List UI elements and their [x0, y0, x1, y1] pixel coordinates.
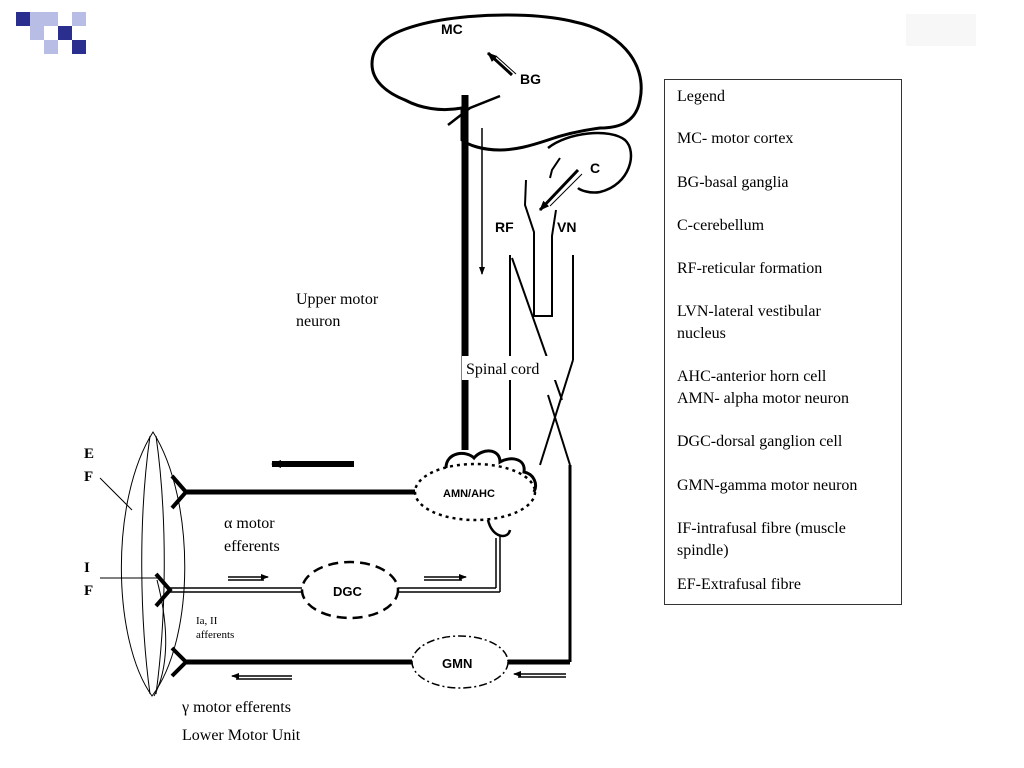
- logo-square-light-5: [30, 12, 44, 26]
- cerebellum-arrow: [538, 168, 580, 212]
- label-upper-motor-2: neuron: [296, 313, 340, 330]
- label-gamma: γ motor efferents: [181, 699, 291, 716]
- ef-pointer: [99, 477, 133, 511]
- legend-box: Legend MC- motor cortex BG-basal ganglia…: [664, 79, 902, 605]
- endplate-alpha: [170, 474, 189, 510]
- slide-logo: [16, 12, 86, 60]
- internal-capsule-line: [447, 94, 501, 126]
- muscle-inner-left: [141, 435, 151, 695]
- endplate-afferent: [154, 572, 173, 608]
- amn-axon-hook: [486, 519, 512, 538]
- logo-square-dark-1: [16, 12, 30, 26]
- bg-to-mc-arrow: [486, 51, 514, 77]
- cerebrum-outline: [370, 13, 643, 152]
- legend-item-mc: MC- motor cortex: [677, 130, 794, 147]
- bg-arrow-double: [495, 55, 517, 75]
- label-c: C: [590, 160, 600, 176]
- label-bg: BG: [520, 71, 541, 87]
- label-ia-1: Ia, II: [196, 615, 218, 627]
- legend-item-c: C-cerebellum: [677, 217, 765, 234]
- label-alpha-2: efferents: [224, 538, 280, 555]
- label-amn-ahc: AMN/AHC: [443, 488, 495, 500]
- muscle-outline: [120, 431, 186, 697]
- background-block: [906, 14, 976, 46]
- logo-square-light-3: [72, 12, 86, 26]
- label-spinal-cord: Spinal cord: [466, 361, 539, 378]
- legend-item-ef: EF-Extrafusal fibre: [677, 576, 801, 593]
- logo-square-dark-2: [58, 26, 72, 40]
- label-if-i: I: [84, 560, 90, 576]
- label-gmn: GMN: [442, 656, 472, 671]
- legend-item-lvn: LVN-lateral vestibular: [677, 303, 821, 320]
- label-ef-e: E: [84, 446, 94, 462]
- logo-square-light-1: [30, 26, 44, 40]
- spinal-cord-label-bg: [462, 356, 556, 380]
- dgc-cell: [300, 560, 400, 620]
- cerebellum-outline: [547, 131, 633, 194]
- label-mc: MC: [441, 21, 463, 37]
- legend-item-gmn: GMN-gamma motor neuron: [677, 477, 858, 494]
- label-upper-motor-1: Upper motor: [296, 291, 379, 308]
- legend-item-lvn-cont: nucleus: [677, 325, 726, 342]
- legend-item-if: IF-intrafusal fibre (muscle: [677, 520, 846, 537]
- muscle-inner-right2: [153, 579, 167, 697]
- legend-item-ahc: AHC-anterior horn cell: [677, 368, 827, 385]
- label-alpha-1: α motor: [224, 515, 275, 532]
- gamma-descending: [547, 394, 571, 466]
- label-vn: VN: [557, 219, 576, 235]
- label-lower-unit: Lower Motor Unit: [182, 727, 301, 744]
- brainstem-inner: [549, 157, 561, 179]
- amn-dendrites: [444, 449, 538, 493]
- brainstem-left-outline: [523, 179, 557, 317]
- label-rf: RF: [495, 219, 514, 235]
- label-ia-2: afferents: [196, 629, 234, 641]
- endplate-gamma: [170, 646, 189, 678]
- logo-square-light-2: [44, 12, 58, 26]
- legend-title: Legend: [677, 88, 725, 105]
- legend-item-rf: RF-reticular formation: [677, 260, 823, 277]
- legend-item-dgc: DGC-dorsal ganglion cell: [677, 433, 843, 450]
- c-arrow-double: [549, 173, 583, 207]
- logo-square-dark-3: [72, 40, 86, 54]
- legend-item-bg: BG-basal ganglia: [677, 174, 789, 191]
- label-if-f: F: [84, 583, 93, 599]
- label-dgc: DGC: [333, 584, 363, 599]
- logo-square-light-4: [44, 40, 58, 54]
- muscle-inner-right: [155, 435, 165, 695]
- vestibulospinal-cross: [539, 359, 574, 466]
- legend-item-if-cont: spindle): [677, 542, 729, 559]
- legend-item-amn: AMN- alpha motor neuron: [677, 390, 849, 407]
- label-ef-f: F: [84, 469, 93, 485]
